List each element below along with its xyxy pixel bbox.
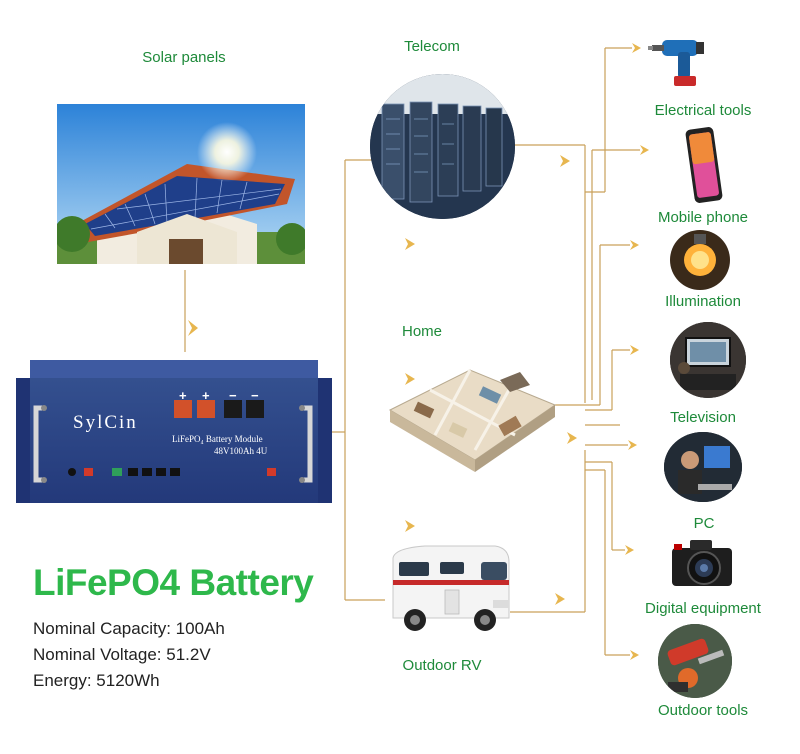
home-floorplan-image (380, 350, 560, 490)
terminal-minus-1: − (229, 388, 237, 403)
rv-image (385, 540, 515, 635)
illumination-label: Illumination (665, 293, 741, 310)
drill-icon (648, 30, 720, 92)
mobile-phone-label: Mobile phone (657, 209, 749, 226)
solar-panels-label: Solar panels (142, 49, 226, 66)
battery-title: LiFePO4 Battery (33, 562, 314, 603)
telecom-label: Telecom (404, 38, 460, 55)
outdoor-tools-label: Outdoor tools (657, 702, 749, 719)
television-label: Television (670, 409, 736, 426)
telecom-image (370, 74, 515, 219)
battery-module-line2: 48V100Ah 4U (214, 446, 268, 456)
outdoor-rv-label: Outdoor RV (402, 657, 482, 674)
spec-energy: Energy: 5120Wh (33, 671, 160, 690)
solar-house-image (54, 104, 308, 264)
terminal-minus-2: − (251, 388, 259, 403)
digital-equipment-label: Digital equipment (645, 600, 761, 617)
spec-capacity: Nominal Capacity: 100Ah (33, 619, 225, 638)
battery-module-line1: LiFePO₄ Battery Module (172, 434, 263, 444)
battery-module-image: SylCin + + − − LiFePO₄ Battery Module 48… (16, 360, 332, 508)
television-icon (670, 322, 746, 398)
mobile-phone-icon (682, 126, 726, 204)
home-label: Home (401, 323, 442, 340)
pc-label: PC (693, 515, 715, 532)
battery-brand: SylCin (73, 412, 138, 433)
camera-icon (670, 534, 734, 594)
electrical-tools-label: Electrical tools (654, 102, 752, 119)
spec-voltage: Nominal Voltage: 51.2V (33, 645, 211, 664)
terminal-plus-1: + (179, 388, 187, 403)
terminal-plus-2: + (202, 388, 210, 403)
light-bulb-icon (670, 230, 730, 290)
outdoor-tools-icon (658, 624, 732, 698)
pc-icon (664, 432, 742, 502)
